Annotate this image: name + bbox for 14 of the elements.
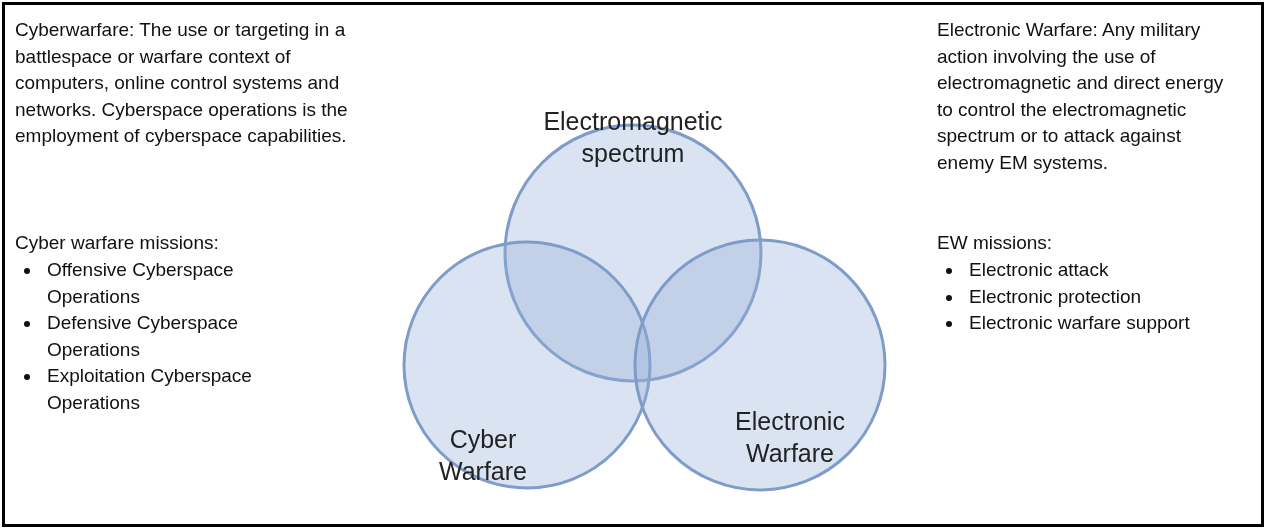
circle-label: Electromagnetic spectrum [542,106,724,169]
bullet-item: Electronic attack [937,257,1257,284]
bullet-item: Defensive Cyberspace Operations [15,310,315,363]
bullet-item: Exploitation Cyberspace Operations [15,363,315,416]
definition-text: Electronic Warfare: Any military action involving the use of electromagnetic and direct energy to control the electromagnetic spectrum or to attack against enemy EM systems. [937,18,1225,175]
venn-circle [631,236,889,494]
bullet-item: Offensive Cyberspace Operations [15,257,315,310]
list-heading: EW missions: [937,231,1054,255]
definition-text: Cyberwarfare: The use or targeting in a battlespace or warfare context of computers, online control systems and networks. Cyberspace operations is the employment of cyberspace capabilities. [15,18,349,148]
bullet-item: Electronic warfare support [937,310,1257,337]
bullet-item: Electronic protection [937,283,1257,310]
circle-label: Cyber Warfare [438,424,528,487]
circle-label: Electronic Warfare [734,406,846,469]
list-heading: Cyber warfare missions: [15,231,220,255]
